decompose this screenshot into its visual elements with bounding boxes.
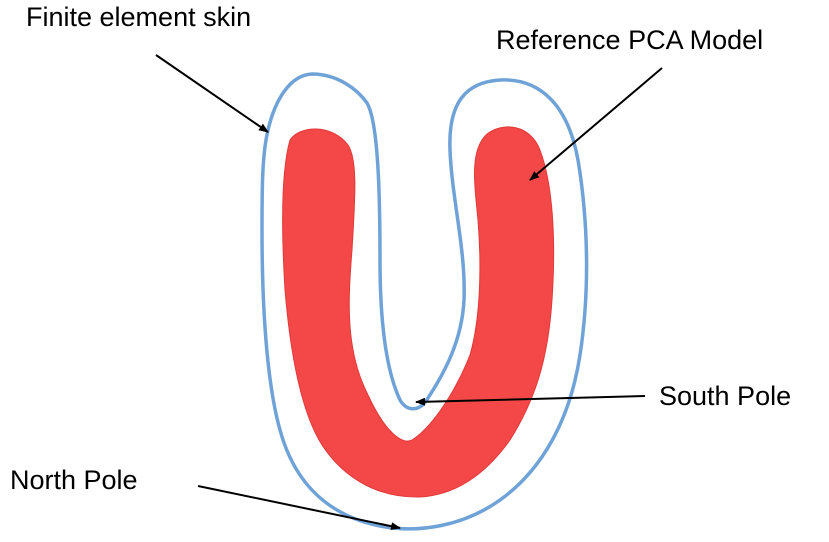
reference-pca-model-label: Reference PCA Model (496, 27, 763, 54)
finite-element-skin-label: Finite element skin (26, 4, 251, 31)
south-pole-label: South Pole (659, 383, 791, 410)
reference-pca-model-shape (283, 127, 554, 497)
north-pole-arrow (198, 486, 400, 528)
reference-pca-model-arrow (530, 68, 662, 180)
finite-element-skin-arrow (156, 55, 268, 132)
north-pole-label: North Pole (10, 467, 138, 494)
